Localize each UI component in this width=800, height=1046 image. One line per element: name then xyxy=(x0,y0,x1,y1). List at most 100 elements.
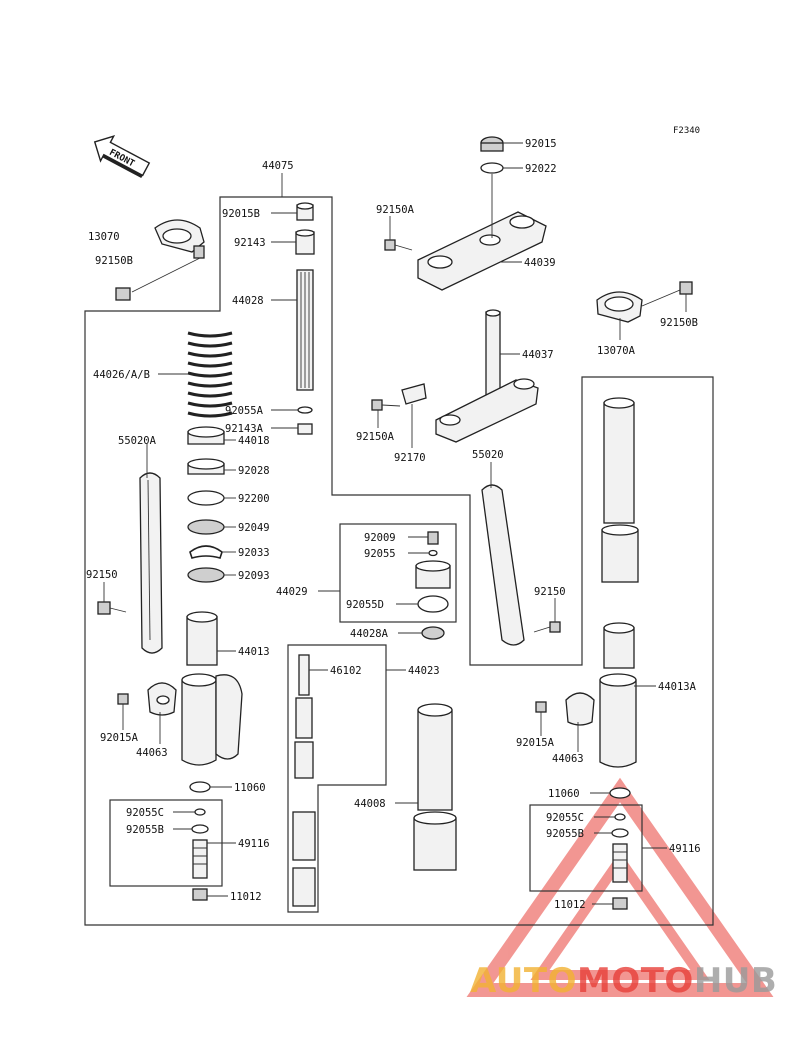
valve-49116-left xyxy=(192,839,208,879)
label-92150A-mid: 92150A xyxy=(356,431,395,443)
label-11012-right: 11012 xyxy=(554,899,586,911)
label-92150-left: 92150 xyxy=(86,569,118,581)
label-92150-right: 92150 xyxy=(534,586,566,598)
label-92055D: 92055D xyxy=(346,599,384,611)
label-92150B-left: 92150B xyxy=(95,255,133,267)
oring-92055B-right xyxy=(611,828,629,838)
oring-92055B-left xyxy=(191,824,209,834)
label-92143A: 92143A xyxy=(225,423,264,435)
nut-92015A-right xyxy=(535,701,547,713)
svg-text:AUTOMOTOHUB: AUTOMOTOHUB xyxy=(470,961,777,1001)
label-44075: 44075 xyxy=(262,160,294,172)
label-92009: 92009 xyxy=(364,532,396,544)
label-92150A-top: 92150A xyxy=(376,204,415,216)
bolt-92150A-top xyxy=(384,239,413,251)
label-13070: 13070 xyxy=(88,231,120,243)
axle-bracket-left xyxy=(181,673,243,766)
frame-left-fork xyxy=(84,196,714,926)
label-11060-left: 11060 xyxy=(234,782,266,794)
label-92015A-right: 92015A xyxy=(516,737,555,749)
tube-44008 xyxy=(413,703,457,871)
bolt-92150-right xyxy=(533,621,561,633)
clip-92033 xyxy=(189,545,223,559)
label-13070A: 13070A xyxy=(597,345,636,357)
oring-92055A xyxy=(297,406,313,414)
nut-92143A xyxy=(297,423,313,435)
clamp-13070 xyxy=(115,219,205,301)
label-92055B-right: 92055B xyxy=(546,828,584,840)
label-44013: 44013 xyxy=(238,646,270,658)
bracket-92170 xyxy=(401,383,427,428)
nut-92015 xyxy=(480,136,504,152)
label-49116-right: 49116 xyxy=(669,843,701,855)
triple-clamp-44039 xyxy=(417,211,547,291)
label-44037: 44037 xyxy=(522,349,554,361)
leader-lines xyxy=(103,142,687,905)
guard-55020 xyxy=(481,484,525,646)
bolt-92150-left xyxy=(97,601,127,615)
label-92022: 92022 xyxy=(525,163,557,175)
label-44039: 44039 xyxy=(524,257,556,269)
oring-92055 xyxy=(428,549,438,557)
washer-11060-left xyxy=(189,781,211,793)
washer-44028A xyxy=(421,626,445,640)
holder-44063-left xyxy=(147,682,177,716)
label-44013A: 44013A xyxy=(658,681,697,693)
cap-bolt-92015B xyxy=(296,202,314,221)
rod-46102 xyxy=(294,654,314,779)
label-92170: 92170 xyxy=(394,452,426,464)
bushing-92028 xyxy=(187,458,225,475)
nut-11012-right xyxy=(612,897,628,910)
label-44026AB: 44026/A/B xyxy=(93,369,150,381)
label-92055A: 92055A xyxy=(225,405,264,417)
valve-49116-right xyxy=(612,843,628,883)
clamp-13070A xyxy=(596,281,693,323)
bolt-92150A-mid xyxy=(371,399,401,411)
cylinder-44023 xyxy=(292,811,316,907)
nut-92015A-left xyxy=(117,693,129,705)
label-44018: 44018 xyxy=(238,435,270,447)
label-92015: 92015 xyxy=(525,138,557,150)
label-44063-left: 44063 xyxy=(136,747,168,759)
guard-55020A xyxy=(139,472,163,654)
label-92049: 92049 xyxy=(238,522,270,534)
figure-code: F2340 xyxy=(673,126,700,136)
label-44028: 44028 xyxy=(232,295,264,307)
label-92055: 92055 xyxy=(364,548,396,560)
label-92033: 92033 xyxy=(238,547,270,559)
oring-92055D xyxy=(417,595,449,613)
label-92200: 92200 xyxy=(238,493,270,505)
watermark-logo xyxy=(466,777,774,997)
oring-92055C-left xyxy=(194,808,206,816)
nut-11012-left xyxy=(192,888,208,901)
seal-92049 xyxy=(187,519,225,535)
holder-44063-right xyxy=(565,692,595,726)
bushing-44018 xyxy=(187,426,225,445)
frame-44023 xyxy=(287,644,387,913)
tube-44013 xyxy=(186,611,218,666)
frame-44029 xyxy=(339,523,457,623)
label-44008: 44008 xyxy=(354,798,386,810)
label-92093: 92093 xyxy=(238,570,270,582)
label-49116-left: 49116 xyxy=(238,838,270,850)
steering-stem-44037 xyxy=(435,309,539,443)
washer-92200 xyxy=(187,490,225,506)
label-92015B: 92015B xyxy=(222,208,260,220)
tube-right-upper xyxy=(601,397,639,583)
watermark-part1: AUTO xyxy=(470,961,577,1001)
collar-92143 xyxy=(295,229,315,255)
washer-92022 xyxy=(480,162,504,174)
watermark-part2: MOTO xyxy=(577,961,694,1001)
spring-44026 xyxy=(187,331,233,418)
label-92150B-right: 92150B xyxy=(660,317,698,329)
oring-92055C-right xyxy=(614,813,626,821)
label-92143: 92143 xyxy=(234,237,266,249)
rod-44028 xyxy=(296,269,314,391)
screw-92009 xyxy=(427,531,439,545)
label-46102: 46102 xyxy=(330,665,362,677)
part-labels: F2340 44075 13070 92150B 92015B 92143 44… xyxy=(86,126,701,911)
tube-44013A xyxy=(599,622,637,768)
washer-11060-right xyxy=(609,787,631,799)
label-44063-right: 44063 xyxy=(552,753,584,765)
